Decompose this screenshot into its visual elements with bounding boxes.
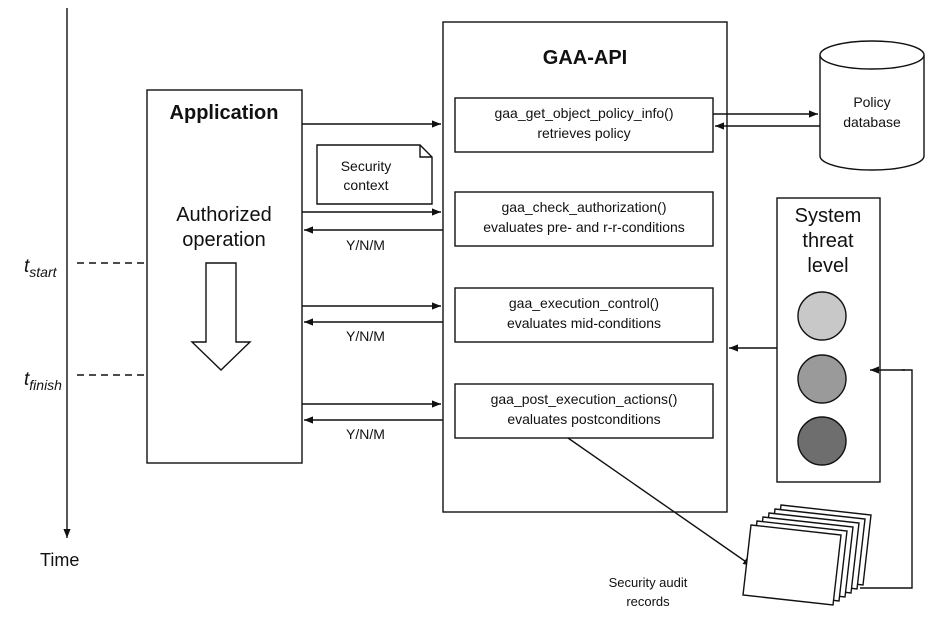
security-context-line2: context: [343, 177, 388, 193]
policy-db-line1: Policy: [853, 94, 890, 110]
security-context-line1: Security: [341, 158, 392, 174]
time-label: Time: [40, 550, 79, 570]
t-finish-label: tfinish: [24, 369, 62, 393]
threat-light-low: [797, 291, 847, 341]
response-label: Y/N/M: [346, 426, 385, 442]
threat-line3: level: [807, 255, 848, 277]
authorized-label: Authorized: [176, 204, 272, 226]
gaa-api-title: GAA-API: [543, 47, 627, 69]
policy-db-line2: database: [843, 114, 901, 130]
function-desc: retrieves policy: [537, 125, 630, 141]
security-context-document: [316, 144, 433, 205]
t-start-label: tstart: [24, 256, 58, 280]
audit-line2: records: [626, 594, 670, 609]
threat-light-medium: [797, 354, 847, 404]
threat-line1: System: [795, 205, 862, 227]
response-label: Y/N/M: [346, 328, 385, 344]
function-name: gaa_execution_control(): [509, 295, 659, 311]
application-title: Application: [170, 102, 279, 124]
function-desc: evaluates mid-conditions: [507, 315, 661, 331]
policy-database: [819, 40, 925, 171]
document-fold: [419, 145, 432, 158]
function-box-post-execution: [454, 383, 714, 439]
function-name: gaa_get_object_policy_info(): [494, 105, 673, 121]
operation-progress-arrow: [190, 262, 252, 371]
audit-write-arrow: [567, 437, 753, 567]
audit-records-stack: [742, 504, 872, 606]
function-box-get-policy: [454, 97, 714, 153]
audit-feedback-line: [860, 369, 913, 589]
threat-light-high: [797, 416, 847, 466]
function-name: gaa_check_authorization(): [502, 199, 667, 215]
operation-label: operation: [182, 229, 265, 251]
function-box-execution-control: [454, 287, 714, 343]
function-box-check-authorization: [454, 191, 714, 247]
function-desc: evaluates pre- and r-r-conditions: [483, 219, 685, 235]
function-desc: evaluates postconditions: [507, 411, 660, 427]
audit-line1: Security audit: [609, 575, 688, 590]
function-name: gaa_post_execution_actions(): [491, 391, 678, 407]
response-label: Y/N/M: [346, 237, 385, 253]
threat-line2: threat: [802, 230, 854, 252]
